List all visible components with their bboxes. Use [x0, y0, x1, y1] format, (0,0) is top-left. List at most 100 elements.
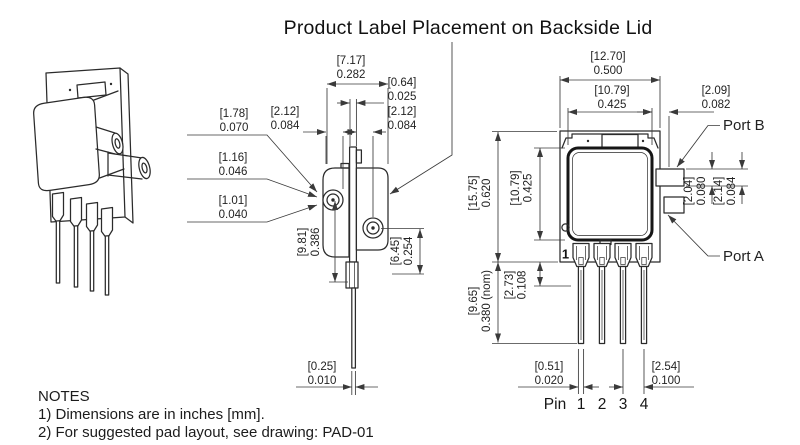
dim-2-54: [2.54] 0.100 — [609, 349, 694, 394]
dim-0-64-in: 0.025 — [388, 91, 417, 103]
dim-10-79-top-in: 0.425 — [598, 99, 627, 111]
pin-number-3: 3 — [619, 396, 628, 413]
port-b-label: Port B — [676, 117, 765, 168]
dim-2-09: [2.09] 0.082 — [637, 85, 730, 167]
dim-1-78-mm: [1.78] — [220, 108, 249, 120]
dim-0-64: [0.64] 0.025 — [337, 77, 416, 146]
dim-2-04-in: 0.080 — [696, 177, 708, 206]
dim-6-45-in: 0.254 — [403, 236, 415, 265]
front-corner-pin-dot — [561, 223, 570, 232]
notes-block: NOTES 1) Dimensions are in inches [mm]. … — [38, 388, 374, 441]
dim-9-65-in: 0.380 (nom) — [481, 270, 493, 332]
side-view — [322, 146, 389, 369]
notes-line-1: 1) Dimensions are in inches [mm]. — [38, 406, 265, 423]
dim-2-12-left-in: 0.084 — [271, 120, 300, 132]
front-port-a-tab — [663, 196, 685, 214]
dim-2-12-right: [2.12] 0.084 — [347, 106, 417, 217]
pin-number-4: 4 — [640, 396, 649, 413]
notes-heading: NOTES — [38, 388, 90, 405]
iso-port-barb-1 — [95, 126, 124, 155]
dim-2-12-right-in: 0.084 — [388, 120, 417, 132]
dim-2-14-in: 0.084 — [726, 176, 738, 205]
dim-7-17-mm: [7.17] — [337, 55, 366, 67]
dim-2-12-left: [2.12] 0.084 — [271, 106, 352, 189]
dim-9-81-in: 0.386 — [310, 228, 322, 257]
front-back-plate — [559, 130, 661, 263]
isometric-view — [33, 67, 151, 296]
front-leads — [572, 242, 653, 345]
iso-body-edge — [93, 90, 119, 101]
dim-10-79-left-in: 0.425 — [523, 174, 535, 203]
dim-0-25-in: 0.010 — [308, 375, 337, 387]
iso-label-recess — [76, 81, 107, 99]
dim-9-81: [9.81] 0.386 — [297, 201, 348, 283]
dim-15-75-in: 0.620 — [481, 179, 493, 208]
dim-1-16: [1.16] 0.046 — [187, 152, 318, 198]
front-port-b-tab — [655, 168, 685, 187]
dim-0-51-mm: [0.51] — [535, 361, 564, 373]
dim-7-17: [7.17] 0.282 — [326, 55, 389, 164]
front-view: 1 — [559, 130, 685, 345]
dim-1-16-mm: [1.16] — [219, 152, 248, 164]
dim-6-45-mm: [6.45] — [390, 237, 402, 266]
front-cover-inner-line — [572, 152, 648, 236]
dim-9-65-mm: [9.65] — [468, 287, 480, 316]
pin-number-1: 1 — [577, 396, 586, 413]
dim-2-14: [2.14] 0.084 — [686, 152, 748, 205]
iso-leads — [51, 191, 114, 296]
iso-lid-dot — [109, 82, 113, 86]
port-a-label: Port A — [667, 214, 764, 265]
port-b-leader — [676, 125, 720, 168]
dim-2-12-left-mm: [2.12] — [271, 106, 300, 118]
dim-0-64-mm: [0.64] — [388, 77, 417, 89]
dim-1-01-mm: [1.01] — [219, 195, 248, 207]
dim-2-54-in: 0.100 — [652, 375, 681, 387]
dim-2-09-mm: [2.09] — [702, 85, 731, 97]
iso-lid-dot — [68, 88, 72, 92]
dim-0-25-mm: [0.25] — [308, 361, 337, 373]
dim-15-75-mm: [15.75] — [468, 175, 480, 210]
side-body-step — [340, 162, 350, 169]
dim-1-01: [1.01] 0.040 — [187, 195, 318, 223]
dim-12-70: [12.70] 0.500 — [559, 51, 661, 128]
dim-2-73-in: 0.108 — [517, 271, 529, 300]
pin-number-2: 2 — [598, 396, 607, 413]
dim-1-78: [1.78] 0.070 — [187, 108, 318, 193]
title-leader-line — [389, 42, 453, 195]
dim-0-51-in: 0.020 — [535, 375, 564, 387]
side-body-left — [322, 167, 350, 258]
iso-back-plate-depth — [119, 67, 134, 224]
dim-15-75: [15.75] 0.620 — [468, 131, 558, 263]
dim-10-79-left-mm: [10.79] — [510, 170, 522, 205]
dim-0-25: [0.25] 0.010 — [296, 361, 378, 395]
dim-1-78-in: 0.070 — [220, 122, 249, 134]
port-b-text: Port B — [723, 117, 765, 134]
pin-word: Pin — [544, 396, 566, 413]
iso-body-edge — [98, 168, 125, 179]
pin-number-labels: Pin 1 2 3 4 — [544, 396, 649, 413]
front-lid-dot — [586, 139, 590, 143]
dim-1-16-in: 0.046 — [219, 166, 248, 178]
port-a-leader — [667, 214, 720, 257]
side-plate-tab — [355, 149, 363, 164]
side-backside-lid-plate — [348, 146, 358, 263]
page-title: Product Label Placement on Backside Lid — [284, 17, 653, 39]
dim-2-12-right-mm: [2.12] — [388, 106, 417, 118]
side-lead-shoulder — [345, 261, 359, 289]
dim-2-73-mm: [2.73] — [504, 271, 516, 300]
pin1-marker: 1 — [562, 247, 569, 262]
side-port-circle-1 — [322, 189, 344, 211]
dim-2-73: [2.73] 0.108 — [504, 262, 571, 299]
dim-12-70-mm: [12.70] — [590, 51, 625, 63]
dim-0-51: [0.51] 0.020 — [518, 349, 599, 394]
dim-1-01-in: 0.040 — [219, 209, 248, 221]
dim-10-79-top-mm: [10.79] — [594, 85, 629, 97]
dim-2-54-mm: [2.54] — [652, 361, 681, 373]
front-lid-dot — [641, 139, 645, 143]
side-lead-wire — [351, 287, 357, 369]
dim-2-09-in: 0.082 — [702, 99, 731, 111]
dim-2-04-mm: [2.04] — [683, 177, 695, 206]
dim-2-14-mm: [2.14] — [713, 177, 725, 206]
